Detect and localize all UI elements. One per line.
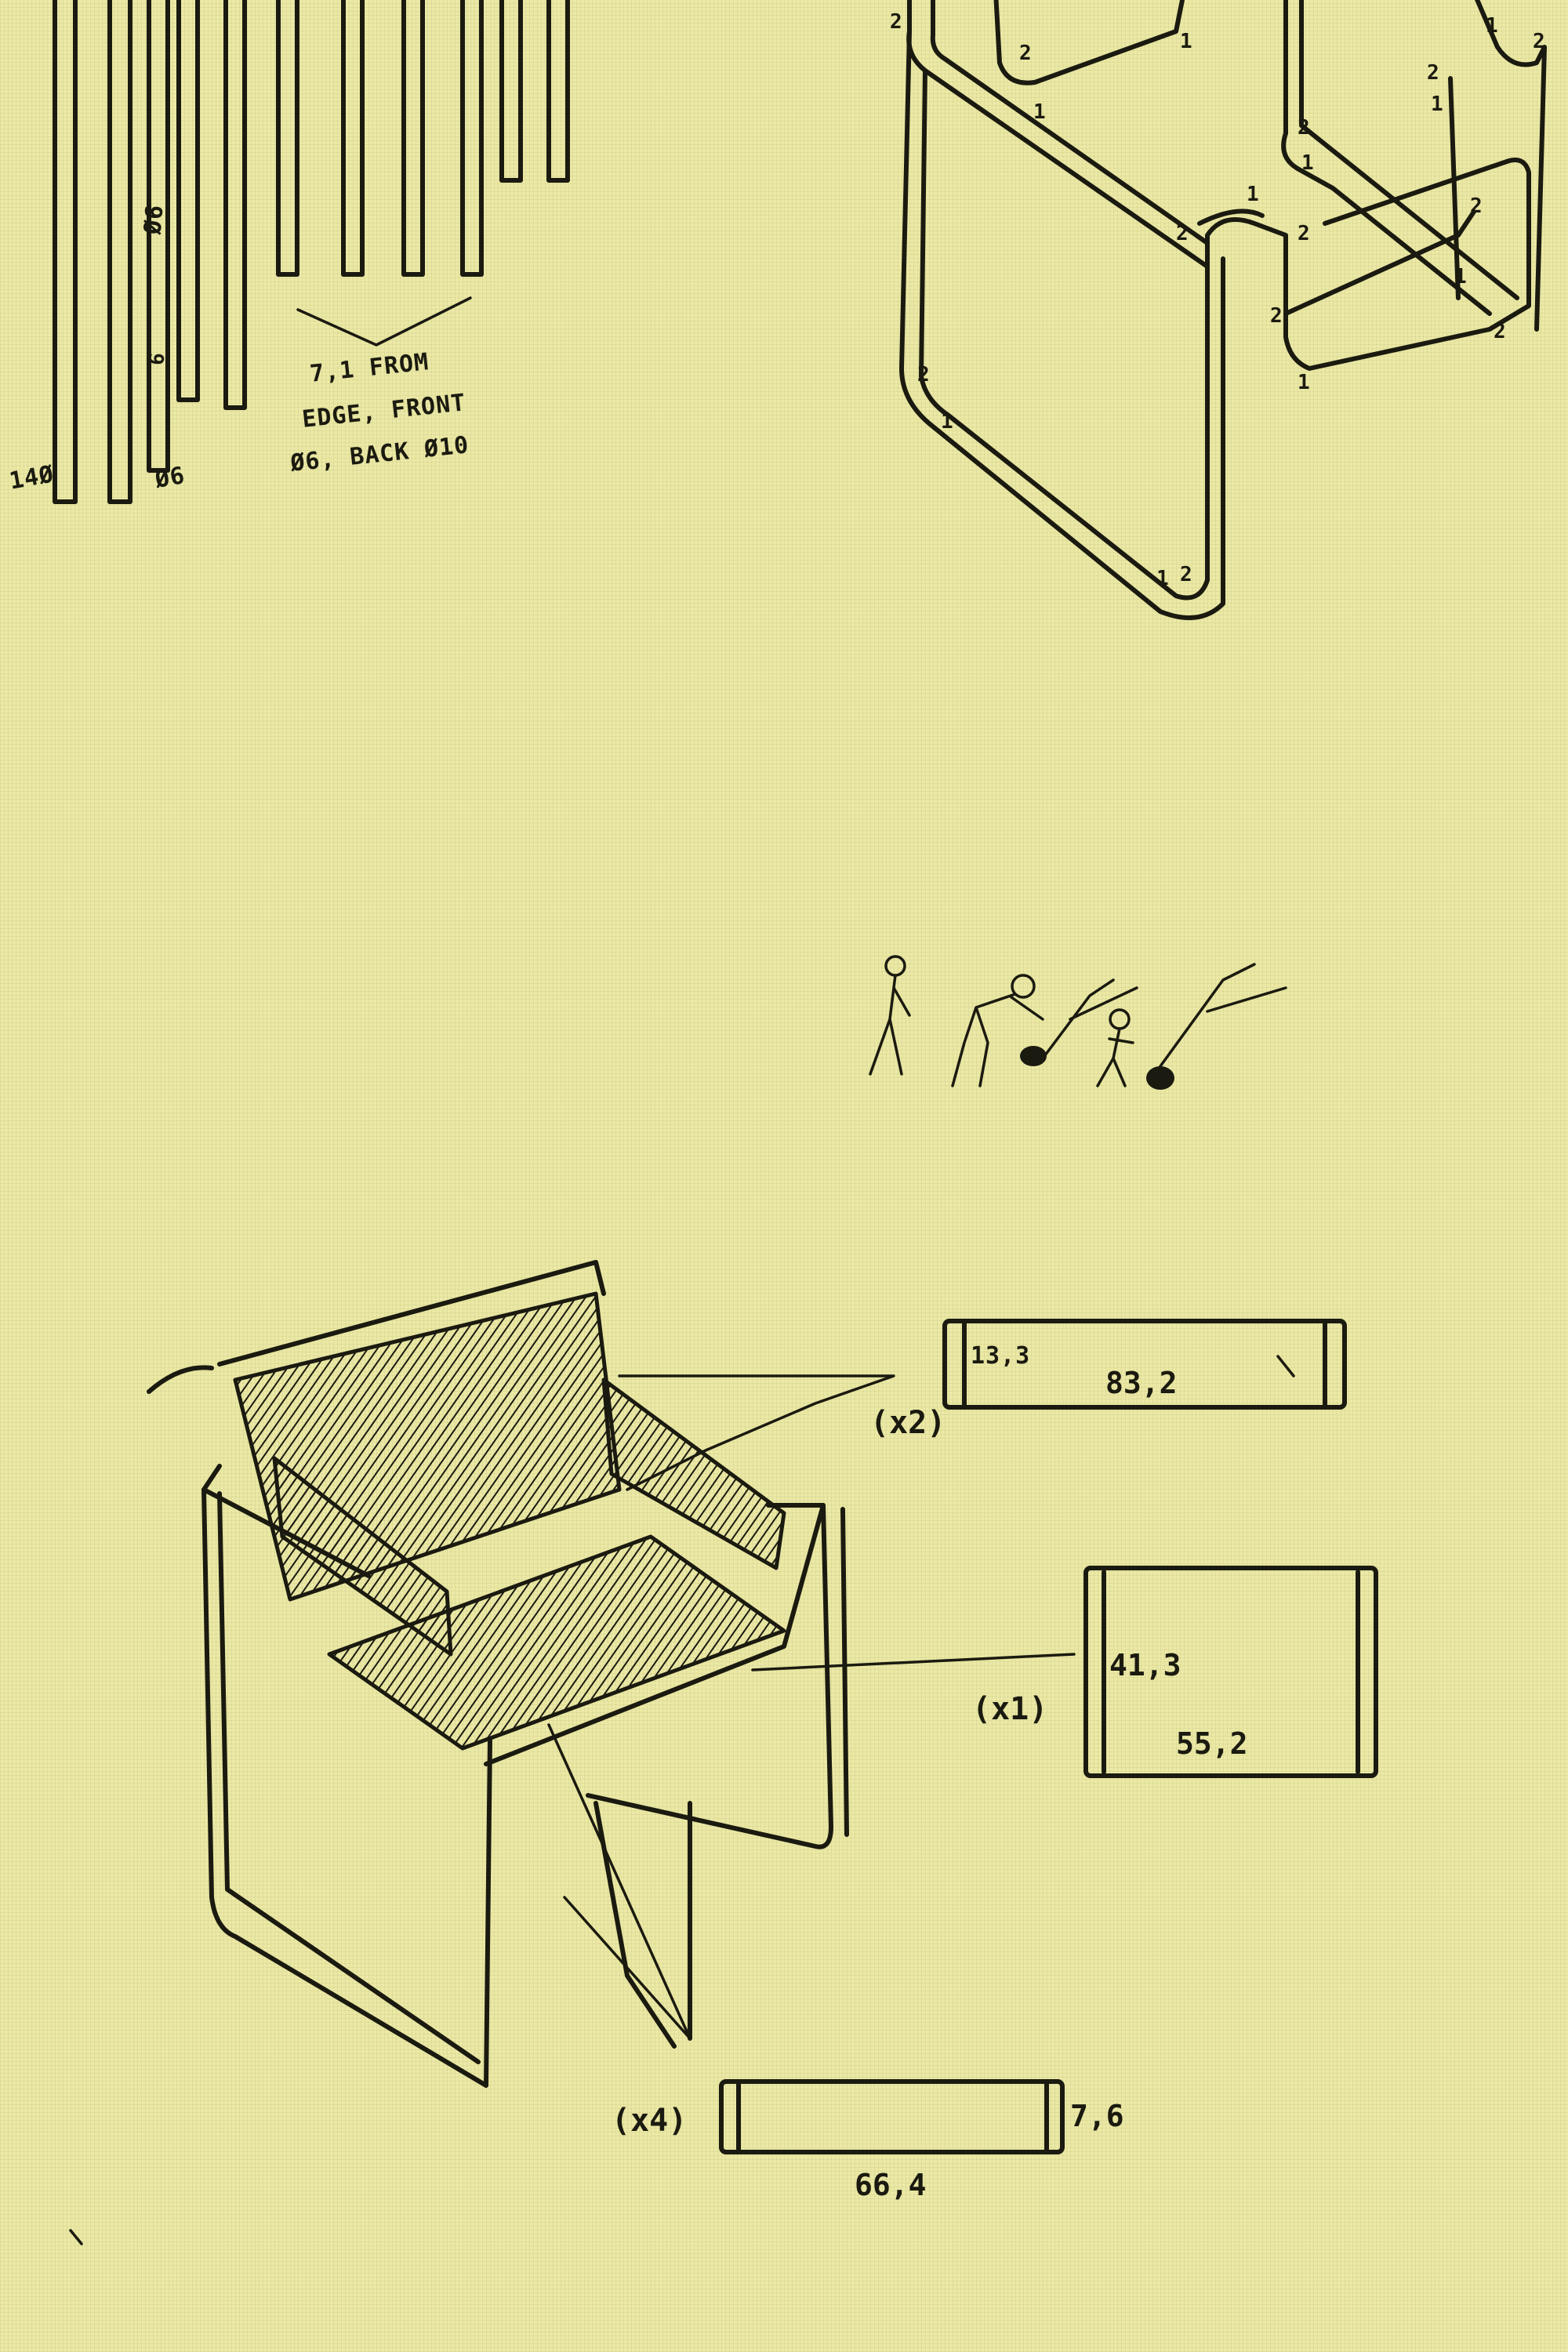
frame-num: 1 (1454, 265, 1467, 289)
tube-2 (107, 0, 132, 504)
frame-num: 2 (1298, 116, 1310, 140)
frame-num: 1 (1180, 30, 1192, 53)
tube-9 (460, 0, 484, 277)
frame-num: 1 (1247, 183, 1259, 206)
frame-upper-loop (906, 0, 1531, 371)
tube-4 (176, 0, 200, 402)
spacing-brace (296, 296, 472, 347)
part-1-multiplier: (x2) (870, 1405, 946, 1441)
tube-elevation-drawing (53, 0, 570, 504)
tube-dia-label-right: Ø6 (139, 203, 169, 236)
chair-leader-lines (547, 1723, 691, 2040)
frame-num: 1 (1298, 371, 1310, 394)
tube-3 (147, 0, 170, 473)
part-2-multiplier: (x1) (972, 1691, 1048, 1727)
chair-backrest-panel (233, 1291, 622, 1602)
frame-cross-rail (1283, 209, 1476, 316)
fabric-part-1 (942, 1319, 1347, 1410)
part-3-short-side: 7,6 (1070, 2099, 1124, 2133)
part-3-multiplier: (x4) (612, 2103, 688, 2139)
frame-side-rail (1281, 0, 1492, 316)
tube-8 (401, 0, 425, 277)
fabric-part-3 (719, 2079, 1065, 2154)
chair-rail-end (147, 1365, 214, 1394)
fabric-part-2 (1083, 1566, 1378, 1778)
frame-num: 2 (1298, 222, 1310, 245)
tube-dia-label-bottom: Ø6 (153, 461, 187, 495)
frame-num: 2 (1533, 30, 1545, 53)
chair-rear-legs (593, 1801, 692, 2049)
frame-front-leg (899, 29, 1225, 620)
part-1-short-side: 13,3 (971, 1342, 1031, 1370)
stray-mark (69, 2229, 83, 2245)
chair-front-post (484, 1738, 492, 2088)
tube-6 (276, 0, 299, 277)
frame-back-post (1475, 0, 1547, 332)
chair-side-rail (201, 1464, 371, 1578)
frame-num: 1 (1431, 93, 1443, 116)
frame-num: 2 (1019, 42, 1032, 65)
chair-perspective-drawing (147, 1260, 1076, 2088)
frame-num: 2 (890, 10, 902, 34)
frame-num: 1 (1301, 151, 1314, 175)
frame-front-leg-inner (919, 68, 1210, 601)
frame-side-rail-inner (1299, 0, 1519, 300)
frame-num: 1 (1033, 100, 1046, 124)
figure-doodles (869, 955, 1287, 1090)
chair-top-rail (217, 1260, 606, 1367)
frame-num: 2 (1176, 222, 1189, 245)
frame-num: 1 (941, 410, 953, 434)
chair-seat-panel (327, 1534, 786, 1751)
frame-bend (1197, 209, 1265, 226)
frame-num: 2 (1270, 304, 1283, 328)
tube-5 (223, 0, 247, 410)
frame-upper-loop-inner (930, 0, 1210, 245)
frame-num: 1 (1486, 14, 1498, 38)
frame-isometric-drawing (899, 0, 1547, 620)
frame-num: 2 (1470, 194, 1483, 218)
chair-right-leg (586, 1503, 833, 1849)
leader-line-to-part-2 (751, 1653, 1076, 1671)
frame-num: 2 (1180, 563, 1192, 586)
part-2-short-side: 41,3 (1109, 1648, 1181, 1682)
part-2-long-side: 55,2 (1176, 1726, 1248, 1761)
frame-num: 2 (1427, 61, 1439, 85)
tube-1 (53, 0, 78, 504)
part-1-long-side: 83,2 (1105, 1366, 1178, 1400)
chair-front-leg-left-inner (217, 1491, 481, 2064)
frame-back-post-inner (1448, 76, 1461, 300)
tube-7 (341, 0, 365, 277)
chair-seat-rail (484, 1503, 826, 1766)
chair-right-leg-inner (840, 1507, 849, 1837)
tube-10 (499, 0, 523, 183)
chair-armrest-right (601, 1377, 786, 1570)
tube-11 (546, 0, 570, 183)
frame-num: 1 (1156, 567, 1169, 590)
leader-line-to-part-1 (618, 1374, 895, 1491)
frame-num: 2 (1494, 320, 1506, 343)
chair-front-leg-left (201, 1487, 488, 2088)
frame-num: 2 (917, 363, 930, 387)
chair-armrest-left (272, 1456, 453, 1657)
tube-mark-label: 6 (145, 351, 170, 367)
part-3-long-side: 66,4 (855, 2168, 927, 2202)
frame-rear-top (993, 0, 1185, 85)
